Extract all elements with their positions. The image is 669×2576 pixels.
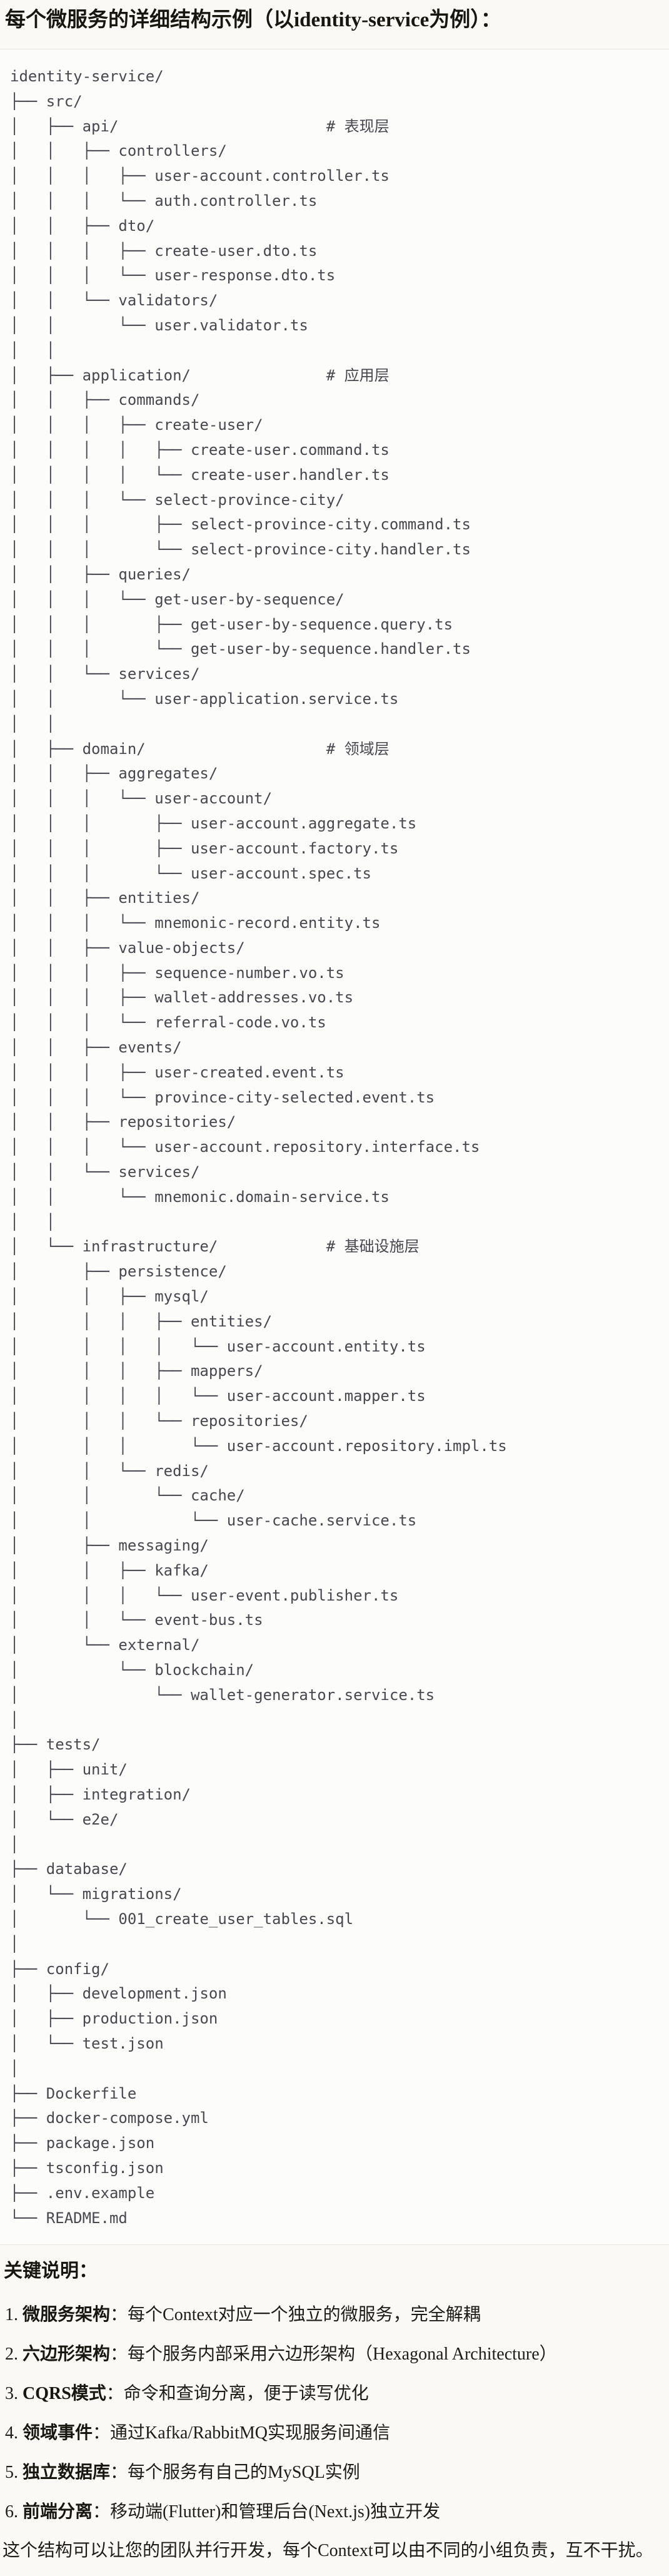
list-item: 6.前端分离：移动端(Flutter)和管理后台(Next.js)独立开发 (5, 2500, 663, 2525)
item-label: 六边形架构 (23, 2344, 111, 2365)
item-number: 2. (5, 2344, 18, 2365)
item-number: 3. (5, 2384, 18, 2404)
directory-tree: identity-service/ ├── src/ │ ├── api/ # … (10, 68, 507, 2227)
item-number: 5. (5, 2463, 18, 2483)
list-item: 3.CQRS模式：命令和查询分离，便于读写优化 (5, 2381, 663, 2406)
list-item: 5.独立数据库：每个服务有自己的MySQL实例 (5, 2460, 663, 2485)
code-block: identity-service/ ├── src/ │ ├── api/ # … (0, 49, 669, 2246)
item-text: ：命令和查询分离，便于读写优化 (106, 2384, 369, 2404)
item-label: 前端分离 (23, 2502, 93, 2522)
list-item: 2.六边形架构：每个服务内部采用六边形架构（Hexagonal Architec… (5, 2342, 663, 2367)
notes-section: 关键说明： 1.微服务架构：每个Context对应一个独立的微服务，完全解耦 2… (0, 2259, 669, 2563)
item-text: ：移动端(Flutter)和管理后台(Next.js)独立开发 (93, 2502, 441, 2522)
closing-paragraph: 这个结构可以让您的团队并行开发，每个Context可以由不同的小组负责，互不干扰… (3, 2541, 653, 2561)
list-item: 4.领域事件：通过Kafka/RabbitMQ实现服务间通信 (5, 2421, 663, 2446)
item-number: 1. (5, 2305, 18, 2325)
item-label: 独立数据库 (23, 2463, 111, 2483)
list-item: 1.微服务架构：每个Context对应一个独立的微服务，完全解耦 (5, 2303, 663, 2328)
notes-heading: 关键说明： (4, 2261, 98, 2282)
item-label: CQRS模式 (23, 2384, 106, 2404)
item-number: 6. (5, 2502, 18, 2522)
item-text: ：每个服务内部采用六边形架构（Hexagonal Architecture） (110, 2344, 557, 2365)
item-number: 4. (5, 2423, 18, 2443)
item-text: ：通过Kafka/RabbitMQ实现服务间通信 (93, 2423, 390, 2443)
item-text: ：每个Context对应一个独立的微服务，完全解耦 (110, 2305, 481, 2325)
item-label: 领域事件 (23, 2423, 93, 2443)
item-text: ：每个服务有自己的MySQL实例 (110, 2463, 360, 2483)
item-label: 微服务架构 (23, 2305, 111, 2325)
page-title: 每个微服务的详细结构示例（以identity-service为例）： (5, 9, 501, 31)
